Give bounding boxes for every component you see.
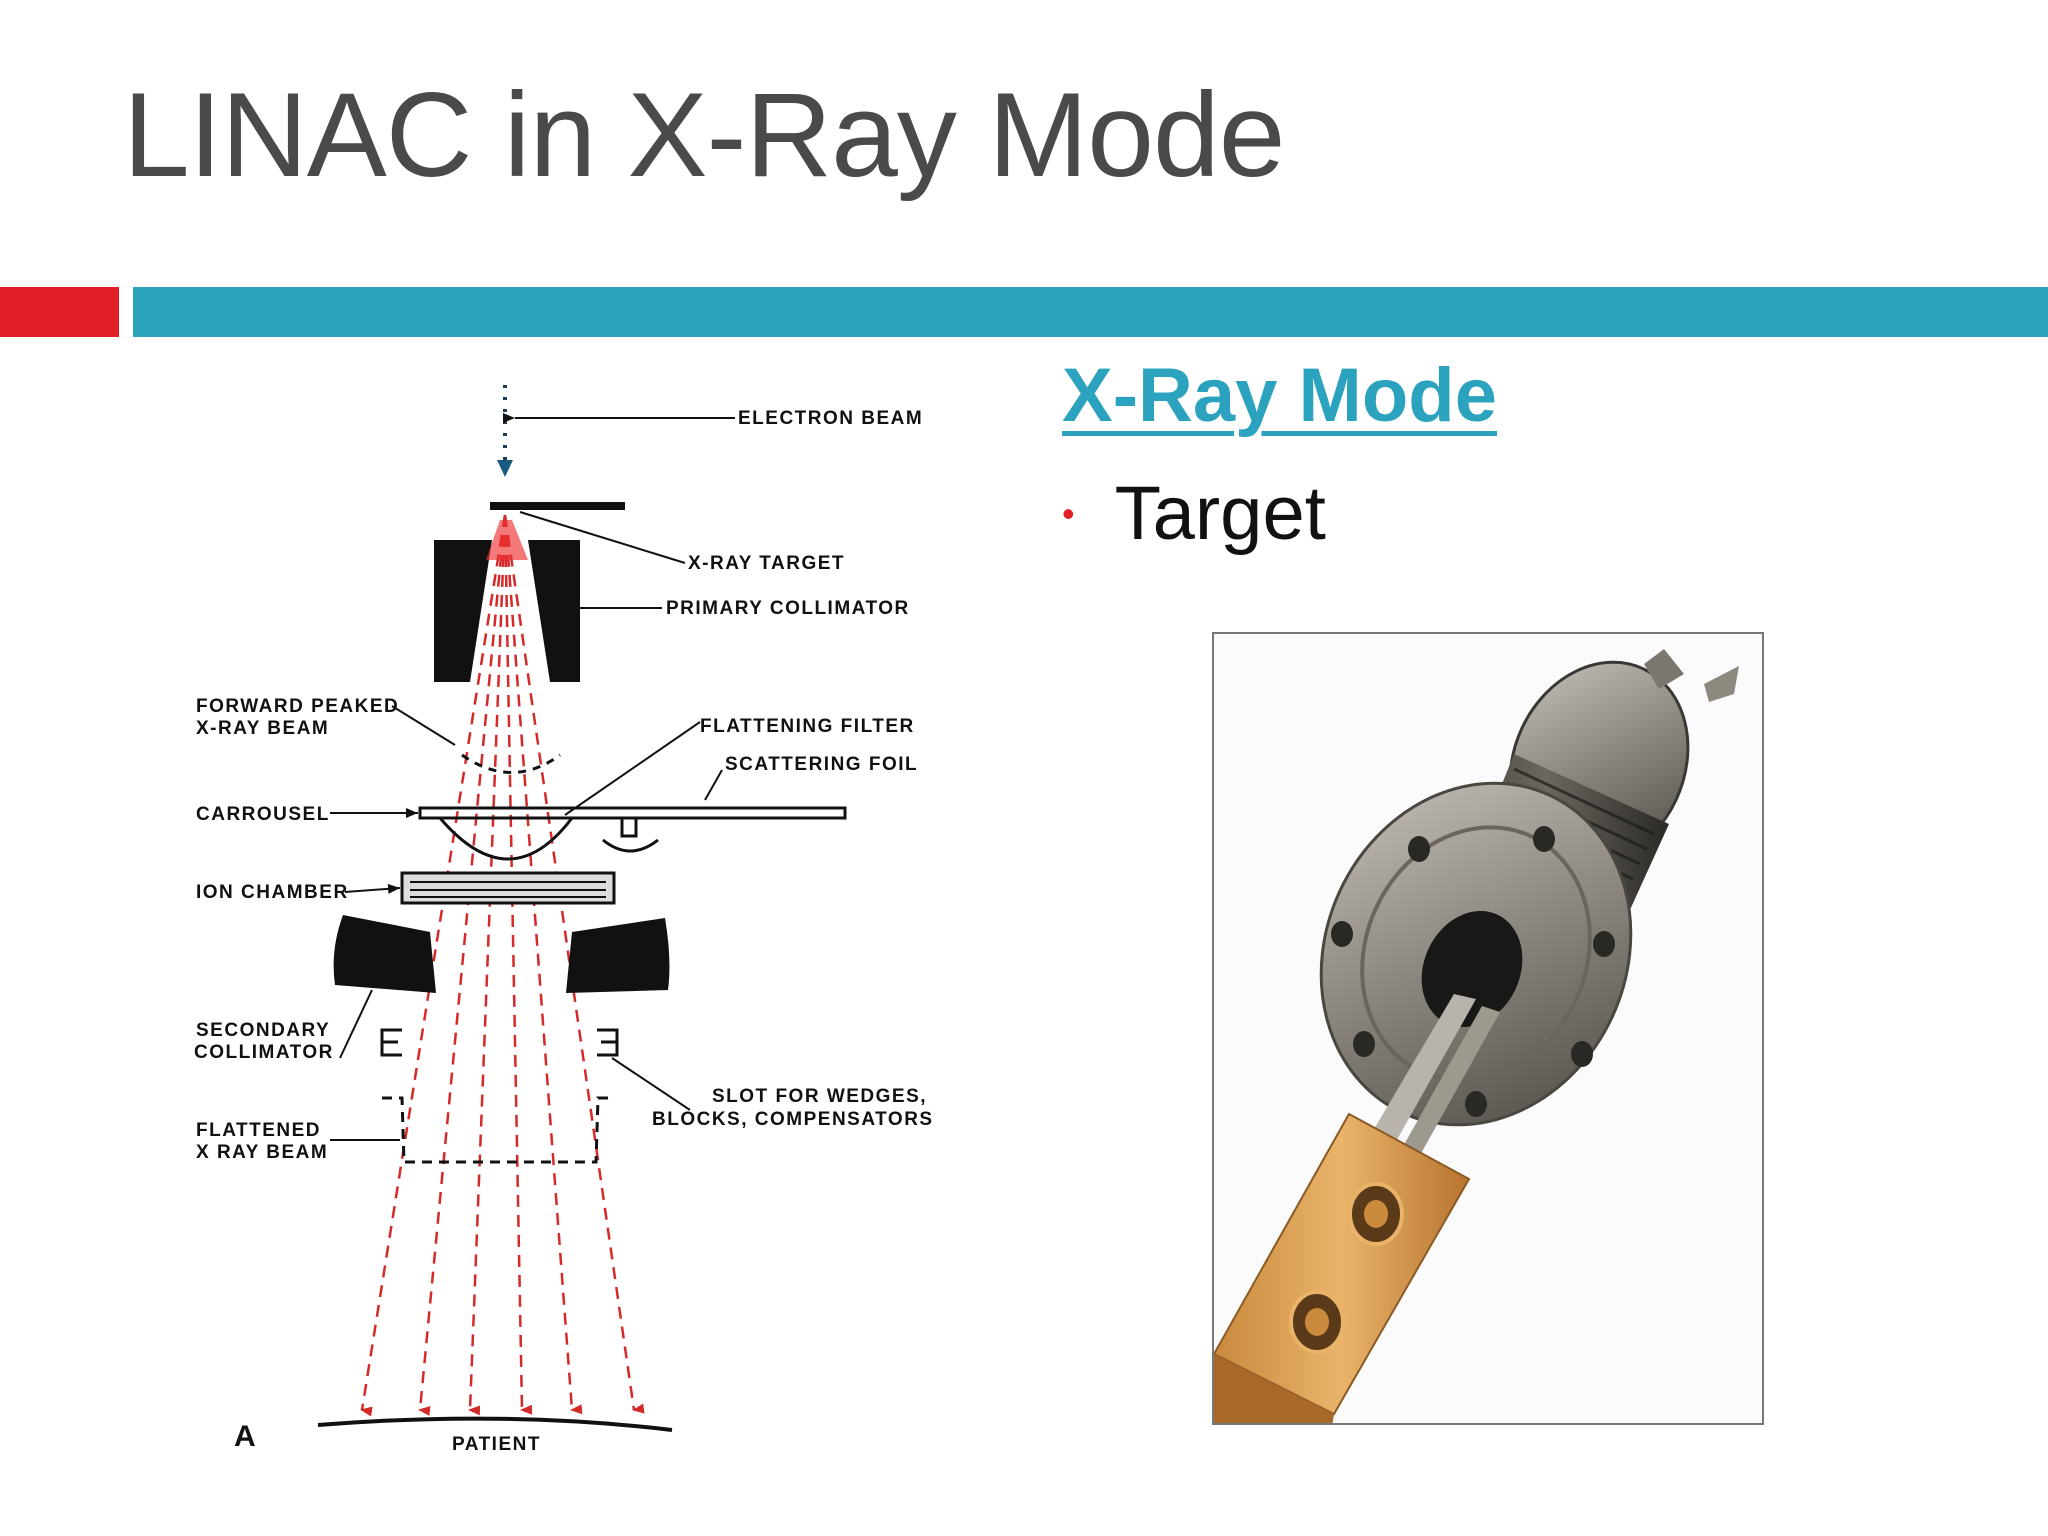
- label-xray-target: X-RAY TARGET: [688, 553, 845, 574]
- beam-ray-2: [418, 514, 507, 1416]
- primary-collimator-right: [528, 540, 580, 682]
- secondary-collimator-right: [566, 918, 670, 993]
- flattened-beam-profile: [382, 1096, 615, 1164]
- label-carrousel: CARROUSEL: [196, 804, 330, 825]
- slide-title: LINAC in X-Ray Mode: [123, 68, 1285, 202]
- panel-letter: A: [234, 1420, 256, 1453]
- label-flattened-2: X RAY BEAM: [196, 1142, 328, 1163]
- label-flattened-1: FLATTENED: [196, 1120, 321, 1141]
- bullet-item: • Target: [1062, 470, 1326, 557]
- electron-beam-arrow-icon: [497, 460, 513, 477]
- primary-collimator-left: [434, 540, 492, 682]
- xray-beam-fan: [360, 514, 645, 1417]
- carrousel-rotation-arrow: [602, 838, 659, 853]
- leader-secondary-collimator: [339, 989, 373, 1059]
- label-forward-peaked-1: FORWARD PEAKED: [196, 696, 399, 717]
- label-slot-2: BLOCKS, COMPENSATORS: [652, 1109, 934, 1130]
- carrousel-shaft: [620, 816, 638, 838]
- beam-ray-5: [503, 514, 583, 1415]
- wedge-slot-right: [597, 1028, 619, 1057]
- bullet-marker-icon: •: [1062, 492, 1075, 534]
- ion-chamber-box: [400, 871, 616, 905]
- beam-ray-1: [360, 514, 507, 1417]
- leader-flattening-filter: [564, 721, 701, 816]
- label-ion-chamber: ION CHAMBER: [196, 882, 349, 903]
- label-secondary-1: SECONDARY: [196, 1020, 330, 1041]
- beam-ray-3: [468, 514, 507, 1416]
- target-assembly-illustration: [1214, 649, 1739, 1423]
- label-secondary-2: COLLIMATOR: [194, 1042, 334, 1063]
- section-heading-link[interactable]: X-Ray Mode: [1062, 353, 1497, 438]
- forward-peaked-curve: [461, 753, 561, 774]
- carrousel-tray: [418, 806, 847, 820]
- linac-xray-diagram: ELECTRON BEAM X-RAY TARGET PRIMARY COLLI…: [194, 385, 934, 1455]
- leader-slot: [611, 1057, 691, 1111]
- label-slot-1: SLOT FOR WEDGES,: [712, 1086, 927, 1107]
- label-scattering-foil: SCATTERING FOIL: [725, 754, 918, 775]
- bullet-text: Target: [1114, 471, 1326, 556]
- target-assembly-photo: [1212, 632, 1764, 1425]
- accent-bar-red: [0, 287, 119, 337]
- label-electron-beam: ELECTRON BEAM: [738, 408, 923, 429]
- wedge-slot-left: [380, 1028, 402, 1057]
- label-primary-collimator: PRIMARY COLLIMATOR: [666, 598, 910, 619]
- leader-scattering-foil: [704, 769, 723, 801]
- beam-ray-6: [503, 514, 645, 1414]
- leader-forward-peaked: [391, 705, 456, 746]
- label-forward-peaked-2: X-RAY BEAM: [196, 718, 329, 739]
- label-patient: PATIENT: [452, 1434, 541, 1455]
- flattening-filter-cone: [438, 817, 574, 861]
- leader-ion-chamber: [344, 883, 401, 894]
- patient-surface: [317, 1416, 673, 1432]
- secondary-collimator-left: [333, 915, 436, 993]
- label-flattening-filter: FLATTENING FILTER: [700, 716, 915, 737]
- leader-xray-target: [519, 511, 686, 564]
- accent-bar-blue: [133, 287, 2048, 337]
- beam-ray-4: [503, 514, 533, 1415]
- target-hotspot: [486, 520, 528, 560]
- xray-target-plate: [490, 502, 625, 510]
